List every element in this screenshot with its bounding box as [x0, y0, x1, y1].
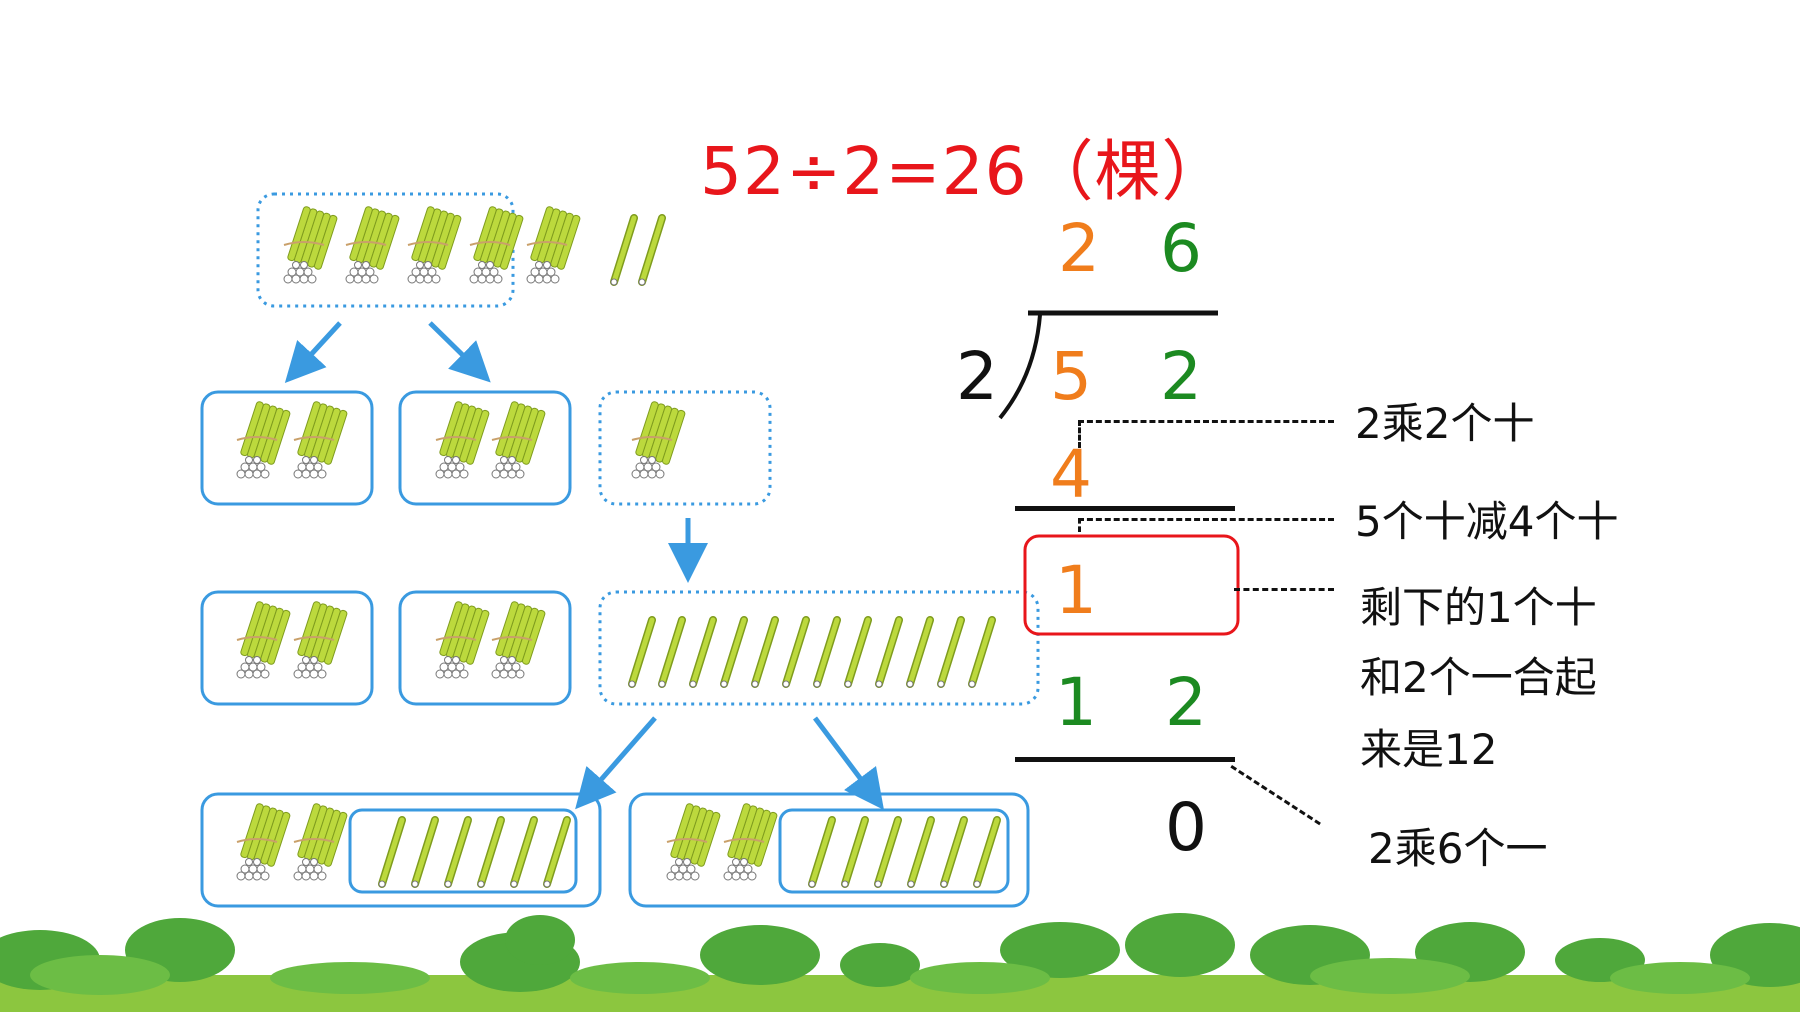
subtraction-line-1 [1015, 506, 1235, 511]
equation-title: 52÷2=26（棵） [700, 133, 1229, 210]
arrow-down-right [428, 321, 491, 383]
quotient-tens-digit: 2 [1058, 210, 1100, 287]
share-group [628, 792, 1030, 908]
group-two-bundles [200, 390, 374, 506]
note-2x2-tens: 2乘2个十 [1355, 399, 1535, 448]
note-2x6-ones: 2乘6个一 [1368, 824, 1548, 873]
bundle [526, 204, 582, 284]
group-four-bundles [256, 192, 515, 308]
step2-ones: 2 [1165, 664, 1207, 741]
quotient-ones-digit: 6 [1160, 210, 1202, 287]
leader-line-3 [1234, 588, 1334, 591]
note-remaining-line2: 和2个一合起 [1360, 653, 1597, 702]
dividend-ones-digit: 2 [1160, 338, 1202, 415]
share-group [200, 792, 602, 908]
note-5tens-minus-4tens: 5个十减4个十 [1355, 497, 1619, 546]
twelve-sticks [629, 620, 992, 687]
stick [639, 218, 662, 285]
arrow-down-left [284, 321, 342, 384]
leader-line-1 [1078, 420, 1334, 423]
leader-line-2 [1078, 518, 1334, 521]
leader-vertical-2 [1078, 518, 1081, 532]
step2-tens: 1 [1055, 664, 1097, 741]
note-remaining-line3: 来是12 [1360, 725, 1498, 774]
note-remaining-line1: 剩下的1个十 [1360, 583, 1597, 632]
step1-product: 4 [1050, 436, 1092, 513]
grass-decoration [0, 913, 1800, 1012]
final-remainder: 0 [1165, 789, 1207, 866]
remainder-box [1023, 534, 1240, 636]
stick [611, 218, 634, 285]
bundle [469, 204, 525, 284]
bundle [283, 204, 339, 284]
group-twelve-sticks [598, 590, 1040, 706]
bundle [407, 204, 463, 284]
group-remaining-bundle [598, 390, 772, 506]
leader-vertical-1 [1078, 420, 1081, 448]
bundle [345, 204, 401, 284]
subtraction-line-2 [1015, 757, 1235, 762]
dividend-tens-digit: 5 [1050, 338, 1092, 415]
divisor-digit: 2 [956, 338, 998, 415]
group-two-bundles [398, 390, 572, 506]
remainder-tens: 1 [1055, 552, 1097, 629]
